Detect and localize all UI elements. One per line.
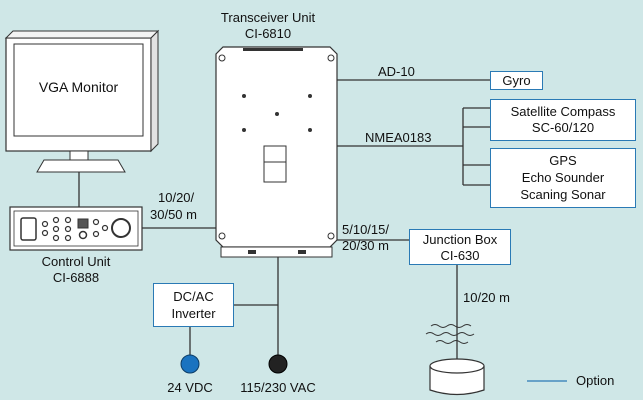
junction-cable-length-2: 20/30 m — [342, 238, 389, 253]
satellite-compass-label: Satellite Compass — [510, 104, 616, 119]
junction-box: Junction Box CI-630 — [409, 229, 511, 265]
satellite-compass-box: Satellite Compass SC-60/120 — [490, 99, 636, 141]
waterline-icon — [425, 324, 475, 344]
gyro-link-label: AD-10 — [378, 64, 415, 79]
control-unit-title: Control Unit — [41, 254, 111, 269]
transceiver-title: Transceiver Unit — [220, 10, 316, 25]
inverter-title: DC/AC — [173, 289, 214, 304]
nmea-link-label: NMEA0183 — [365, 130, 432, 145]
transducer-icon — [429, 345, 485, 396]
option-legend-label: Option — [576, 373, 615, 388]
echo-sounder-label: Echo Sounder — [521, 170, 605, 185]
inverter-subtitle: Inverter — [171, 306, 216, 321]
junction-cable-length-1: 5/10/15/ — [342, 222, 389, 237]
junction-box-model: CI-630 — [440, 248, 480, 263]
gyro-label: Gyro — [502, 73, 531, 88]
transceiver-unit-icon — [215, 46, 338, 258]
transducer-cable-length: 10/20 m — [463, 290, 510, 305]
control-cable-length-2: 30/50 m — [150, 207, 197, 222]
scanning-sonar-label: Scaning Sonar — [520, 187, 606, 202]
control-cable-length-1: 10/20/ — [158, 190, 195, 205]
gps-group-box: GPS Echo Sounder Scaning Sonar — [490, 148, 636, 208]
ac-power-connector-icon — [268, 354, 288, 374]
control-unit-icon — [9, 206, 143, 251]
dc-power-connector-icon — [180, 354, 200, 374]
control-unit-model: CI-6888 — [52, 270, 100, 285]
gyro-box: Gyro — [490, 71, 543, 90]
transceiver-model: CI-6810 — [244, 26, 292, 41]
ac-power-label: 115/230 VAC — [240, 380, 316, 395]
inverter-box: DC/AC Inverter — [153, 283, 234, 327]
junction-box-title: Junction Box — [422, 232, 498, 247]
dc-power-label: 24 VDC — [167, 380, 213, 395]
satellite-compass-model: SC-60/120 — [531, 120, 595, 135]
vga-monitor-icon — [4, 29, 160, 173]
gps-label: GPS — [549, 153, 577, 168]
monitor-label: VGA Monitor — [38, 79, 119, 95]
